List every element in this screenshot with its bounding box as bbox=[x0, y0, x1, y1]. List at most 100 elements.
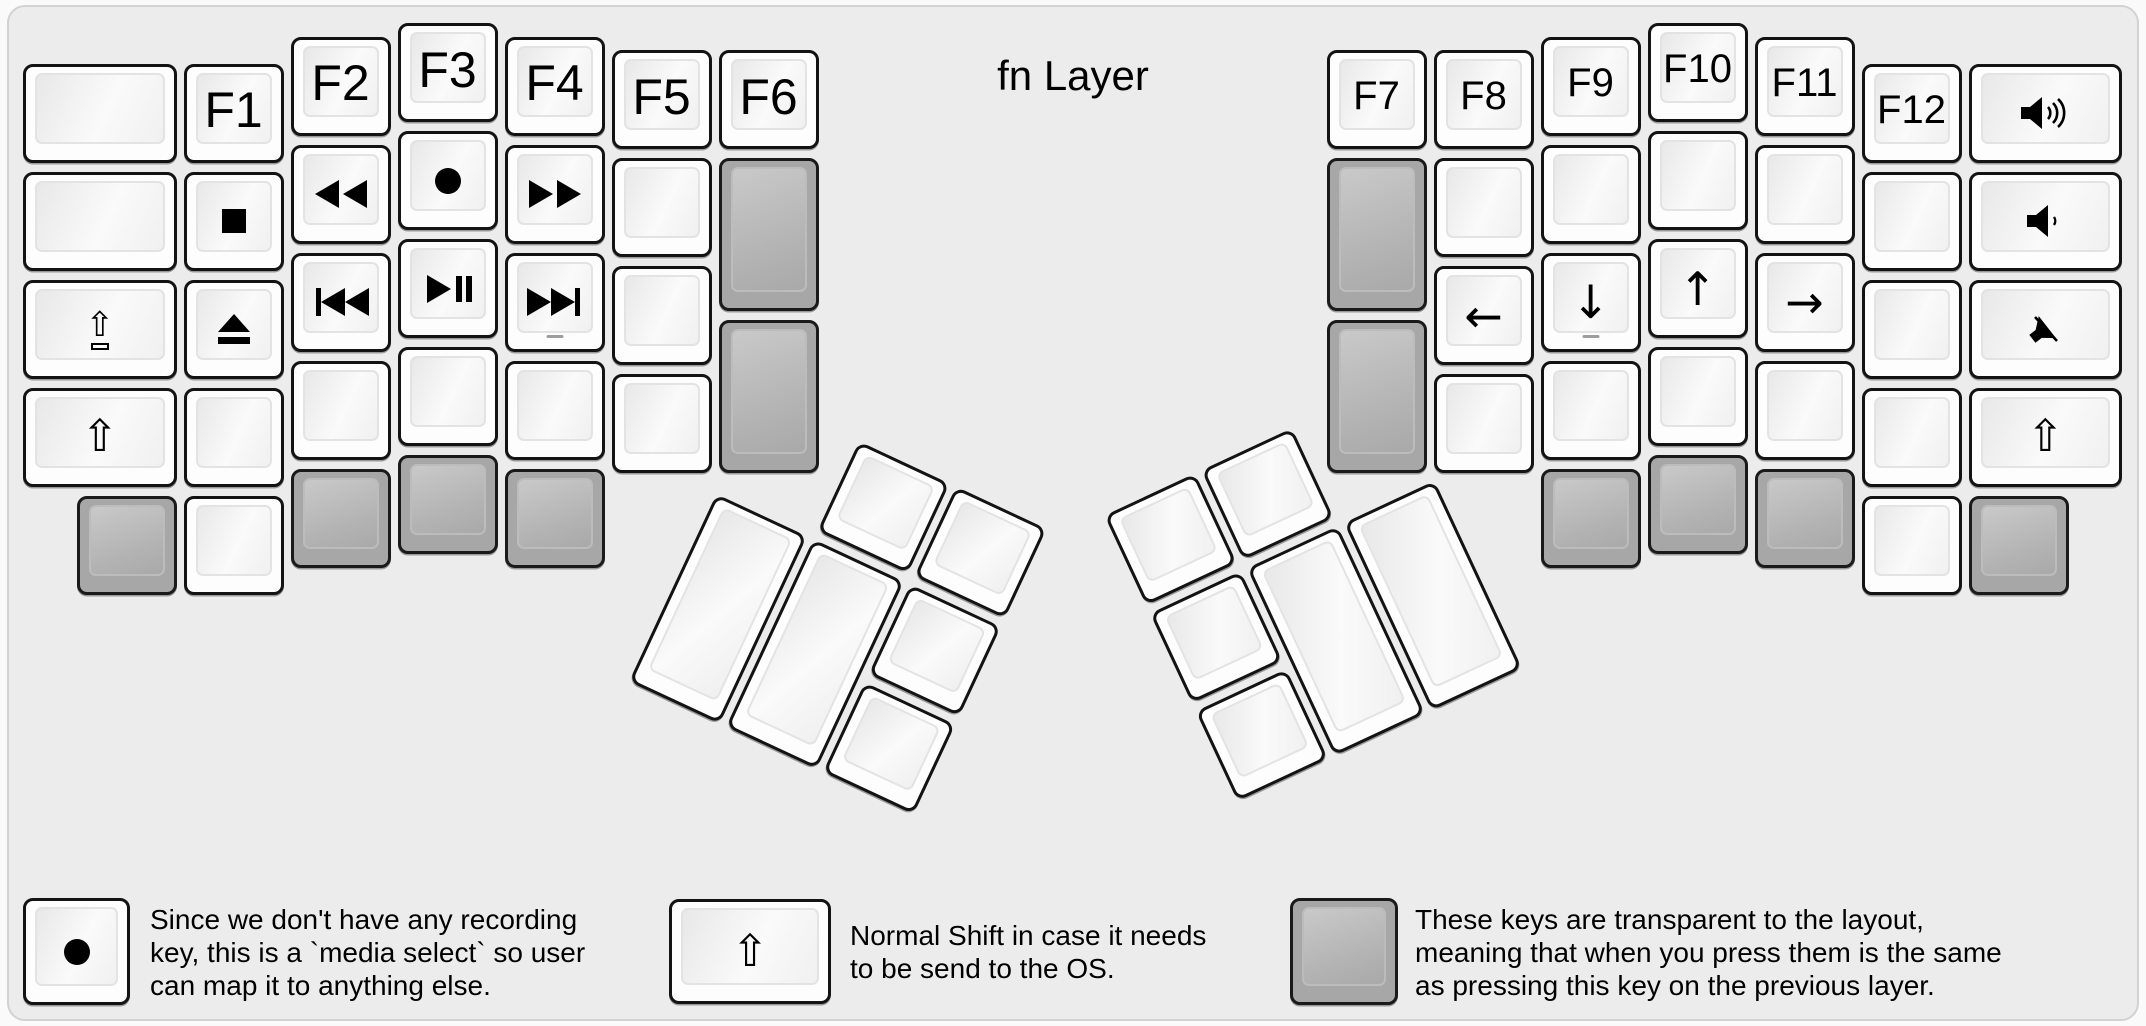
key-blank bbox=[23, 63, 177, 163]
key-transparent bbox=[290, 468, 391, 568]
keytop bbox=[35, 180, 165, 252]
key-f5: F5 bbox=[611, 50, 712, 149]
keytop bbox=[1659, 140, 1736, 211]
key-blank bbox=[611, 374, 712, 473]
play-pause-icon bbox=[401, 242, 495, 335]
keytop bbox=[302, 477, 379, 549]
key-label: ← bbox=[1464, 288, 1503, 343]
key-eject bbox=[183, 279, 284, 379]
keytop bbox=[730, 167, 807, 292]
key-transparent bbox=[718, 320, 819, 473]
key-arrow-left: ← bbox=[1433, 266, 1534, 365]
key-blank bbox=[290, 360, 391, 460]
key-blank bbox=[397, 347, 498, 446]
keytop bbox=[887, 597, 987, 695]
homing-bar bbox=[1582, 334, 1599, 338]
key-label: ⇧ bbox=[731, 925, 769, 977]
key-blank bbox=[611, 266, 712, 365]
legend-line: Normal Shift in case it needs bbox=[850, 920, 1207, 951]
key-shift-right: ⇧ bbox=[1968, 387, 2122, 487]
legend-line: These keys are transparent to the layout… bbox=[1415, 904, 1924, 935]
layer-title: fn Layer bbox=[997, 52, 1149, 99]
volume-up-icon bbox=[1972, 67, 2120, 160]
key-label: F12 bbox=[1877, 87, 1946, 132]
key-volume-up bbox=[1968, 63, 2122, 163]
keytop bbox=[623, 167, 700, 238]
key-blank bbox=[1540, 144, 1641, 244]
keytop bbox=[1873, 504, 1950, 576]
key-transparent bbox=[1326, 158, 1427, 311]
keytop bbox=[836, 454, 936, 552]
keytop bbox=[409, 464, 486, 535]
key-label: F7 bbox=[1353, 74, 1400, 118]
keytop bbox=[88, 504, 165, 576]
mute-icon bbox=[1972, 283, 2120, 376]
key-prev-track bbox=[290, 252, 391, 352]
keytop bbox=[1980, 396, 2110, 468]
key-blank bbox=[1647, 131, 1748, 230]
key-transparent bbox=[1647, 455, 1748, 554]
keytop bbox=[1873, 288, 1950, 360]
keytop bbox=[409, 32, 486, 103]
key-blank bbox=[1754, 360, 1855, 460]
legend-line: key, this is a `media select` so user bbox=[150, 937, 586, 968]
keytop bbox=[623, 59, 700, 130]
key-media-select bbox=[397, 131, 498, 230]
keytop bbox=[35, 396, 165, 468]
key-stop bbox=[183, 171, 284, 271]
keytop bbox=[1445, 275, 1522, 346]
homing-bar bbox=[546, 334, 563, 338]
key-transparent bbox=[1326, 320, 1427, 473]
key-blank bbox=[1861, 495, 1962, 595]
keytop bbox=[1338, 167, 1415, 292]
key-f3: F3 bbox=[397, 23, 498, 122]
key-media-select bbox=[23, 898, 130, 1005]
next-track-icon bbox=[508, 256, 602, 349]
keytop bbox=[1766, 477, 1843, 549]
keytop bbox=[516, 45, 593, 117]
keytop bbox=[1552, 45, 1629, 117]
keytop bbox=[1873, 396, 1950, 468]
keytop bbox=[1873, 180, 1950, 252]
keytop bbox=[1552, 153, 1629, 225]
legend-line: as pressing this key on the previous lay… bbox=[1415, 970, 1935, 1001]
key-label: ⇧ bbox=[81, 411, 119, 462]
prev-track-icon bbox=[294, 256, 388, 349]
keytop bbox=[1445, 59, 1522, 130]
keytop bbox=[1119, 486, 1218, 584]
key-label: ↑ bbox=[1678, 261, 1717, 316]
key-transparent bbox=[1540, 468, 1641, 568]
keytop bbox=[195, 396, 272, 468]
key-transparent bbox=[76, 495, 177, 595]
key-shift: ⇧ bbox=[669, 899, 831, 1004]
keytop bbox=[1338, 59, 1415, 130]
key-transparent bbox=[1968, 495, 2069, 595]
keytop bbox=[1552, 369, 1629, 441]
key-volume-down bbox=[1968, 171, 2122, 271]
rewind-icon bbox=[294, 148, 388, 241]
keytop bbox=[1659, 248, 1736, 319]
key-label: F2 bbox=[311, 55, 370, 111]
key-f9: F9 bbox=[1540, 36, 1641, 136]
legend-text-3: These keys are transparent to the layout… bbox=[1415, 903, 2002, 1002]
key-shift-left: ⇧ bbox=[23, 387, 177, 487]
keytop bbox=[302, 45, 379, 117]
keytop bbox=[1980, 72, 2110, 144]
key-blank bbox=[1861, 387, 1962, 487]
key-label: → bbox=[1785, 275, 1824, 329]
key-blank bbox=[183, 387, 284, 487]
key-f10: F10 bbox=[1647, 23, 1748, 122]
key-f2: F2 bbox=[290, 36, 391, 136]
keytop bbox=[681, 908, 819, 985]
key-blank bbox=[1647, 347, 1748, 446]
caps-lock-icon: ⇧ bbox=[26, 283, 174, 376]
key-label: F1 bbox=[204, 82, 263, 138]
keytop bbox=[195, 72, 272, 144]
keytop bbox=[1659, 464, 1736, 535]
keytop bbox=[841, 695, 941, 793]
key-fast-forward bbox=[504, 144, 605, 244]
key-label: F4 bbox=[525, 55, 584, 111]
key-blank bbox=[1433, 158, 1534, 257]
fast-forward-icon bbox=[508, 148, 602, 241]
keytop bbox=[1302, 907, 1386, 986]
